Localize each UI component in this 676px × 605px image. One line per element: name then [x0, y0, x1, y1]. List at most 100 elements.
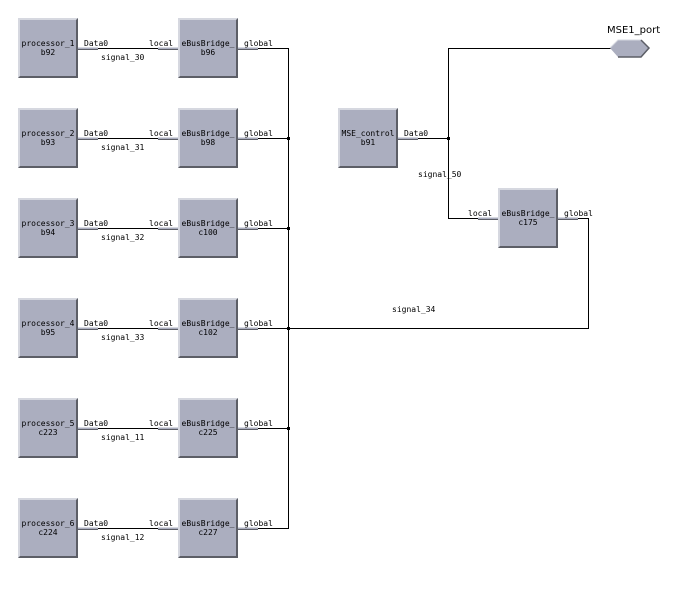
- signal-label: signal_31: [101, 143, 145, 152]
- external-port-label: MSE1_port: [607, 25, 661, 36]
- port-data0[interactable]: [78, 47, 98, 50]
- port-data0[interactable]: [78, 427, 98, 430]
- port-global[interactable]: [238, 47, 258, 50]
- port-global[interactable]: [238, 427, 258, 430]
- block-id: c223: [38, 428, 58, 437]
- port-label: Data0: [84, 39, 109, 48]
- port-global[interactable]: [238, 137, 258, 140]
- block-id: b96: [200, 48, 216, 57]
- port-label: local: [149, 219, 174, 228]
- block-id: b98: [200, 138, 216, 147]
- block-id: b94: [40, 228, 56, 237]
- port-global[interactable]: [238, 327, 258, 330]
- signal-label: signal_11: [101, 433, 145, 442]
- port-label: local: [149, 39, 174, 48]
- block-id: c102: [198, 328, 218, 337]
- port-label: global: [244, 419, 273, 428]
- block-id: b92: [40, 48, 56, 57]
- port-label: Data0: [84, 419, 109, 428]
- external-port-icon[interactable]: [609, 39, 651, 58]
- port-data0[interactable]: [78, 137, 98, 140]
- wire-signal-34[interactable]: [258, 218, 589, 329]
- block-name: eBusBridge_: [181, 219, 235, 228]
- port-data0[interactable]: [78, 327, 98, 330]
- port-data0[interactable]: [398, 137, 418, 140]
- block-name: eBusBridge_: [181, 519, 235, 528]
- block-ebusbridge-b98[interactable]: eBusBridge_b98: [178, 108, 238, 168]
- block-ebusbridge-c100[interactable]: eBusBridge_c100: [178, 198, 238, 258]
- port-label: global: [244, 129, 273, 138]
- port-label: local: [149, 419, 174, 428]
- port-local[interactable]: [158, 527, 178, 530]
- block-id: c100: [198, 228, 218, 237]
- signal-label: signal_33: [101, 333, 145, 342]
- port-label: Data0: [84, 129, 109, 138]
- port-global[interactable]: [558, 217, 578, 220]
- port-label: global: [564, 209, 593, 218]
- port-data0[interactable]: [78, 227, 98, 230]
- block-name: eBusBridge_: [181, 319, 235, 328]
- port-label: local: [149, 319, 174, 328]
- block-name: processor_3: [21, 219, 75, 228]
- wire-signal-50[interactable]: [448, 138, 479, 219]
- signal-label: signal_32: [101, 233, 145, 242]
- wire-port[interactable]: [448, 48, 613, 139]
- wire-bus-trunk[interactable]: [258, 48, 289, 529]
- block-ebusbridge-c227[interactable]: eBusBridge_c227: [178, 498, 238, 558]
- block-ebusbridge-b96[interactable]: eBusBridge_b96: [178, 18, 238, 78]
- block-name: eBusBridge_: [181, 419, 235, 428]
- block-id: b93: [40, 138, 56, 147]
- port-label: local: [149, 129, 174, 138]
- block-name: eBusBridge_: [181, 129, 235, 138]
- block-id: c227: [198, 528, 218, 537]
- port-global[interactable]: [238, 527, 258, 530]
- block-ebusbridge-c175[interactable]: eBusBridge_c175: [498, 188, 558, 248]
- port-local[interactable]: [158, 427, 178, 430]
- block-name: eBusBridge_: [501, 209, 555, 218]
- block-name: processor_6: [21, 519, 75, 528]
- block-ebusbridge-c102[interactable]: eBusBridge_c102: [178, 298, 238, 358]
- port-label: global: [244, 39, 273, 48]
- port-label: global: [244, 219, 273, 228]
- block-id: b95: [40, 328, 56, 337]
- port-label: local: [149, 519, 174, 528]
- block-id: c224: [38, 528, 58, 537]
- port-local[interactable]: [158, 137, 178, 140]
- port-local[interactable]: [478, 217, 498, 220]
- port-label: local: [468, 209, 493, 218]
- signal-label: signal_34: [392, 305, 436, 314]
- block-name: processor_1: [21, 39, 75, 48]
- junction-dot: [287, 427, 290, 430]
- port-label: Data0: [84, 319, 109, 328]
- block-name: processor_4: [21, 319, 75, 328]
- block-name: eBusBridge_: [181, 39, 235, 48]
- junction-dot: [287, 137, 290, 140]
- block-name: processor_2: [21, 129, 75, 138]
- block-id: c175: [518, 218, 538, 227]
- block-name: processor_5: [21, 419, 75, 428]
- junction-dot: [287, 227, 290, 230]
- block-name: MSE_control: [341, 129, 395, 138]
- port-global[interactable]: [238, 227, 258, 230]
- signal-label: signal_50: [418, 170, 462, 179]
- port-data0[interactable]: [78, 527, 98, 530]
- block-id: c225: [198, 428, 218, 437]
- port-local[interactable]: [158, 227, 178, 230]
- block-ebusbridge-c225[interactable]: eBusBridge_c225: [178, 398, 238, 458]
- junction-dot: [447, 137, 450, 140]
- port-local[interactable]: [158, 327, 178, 330]
- port-label: global: [244, 319, 273, 328]
- port-label: Data0: [84, 219, 109, 228]
- port-label: Data0: [404, 129, 429, 138]
- port-local[interactable]: [158, 47, 178, 50]
- junction-dot: [287, 327, 290, 330]
- block-id: b91: [360, 138, 376, 147]
